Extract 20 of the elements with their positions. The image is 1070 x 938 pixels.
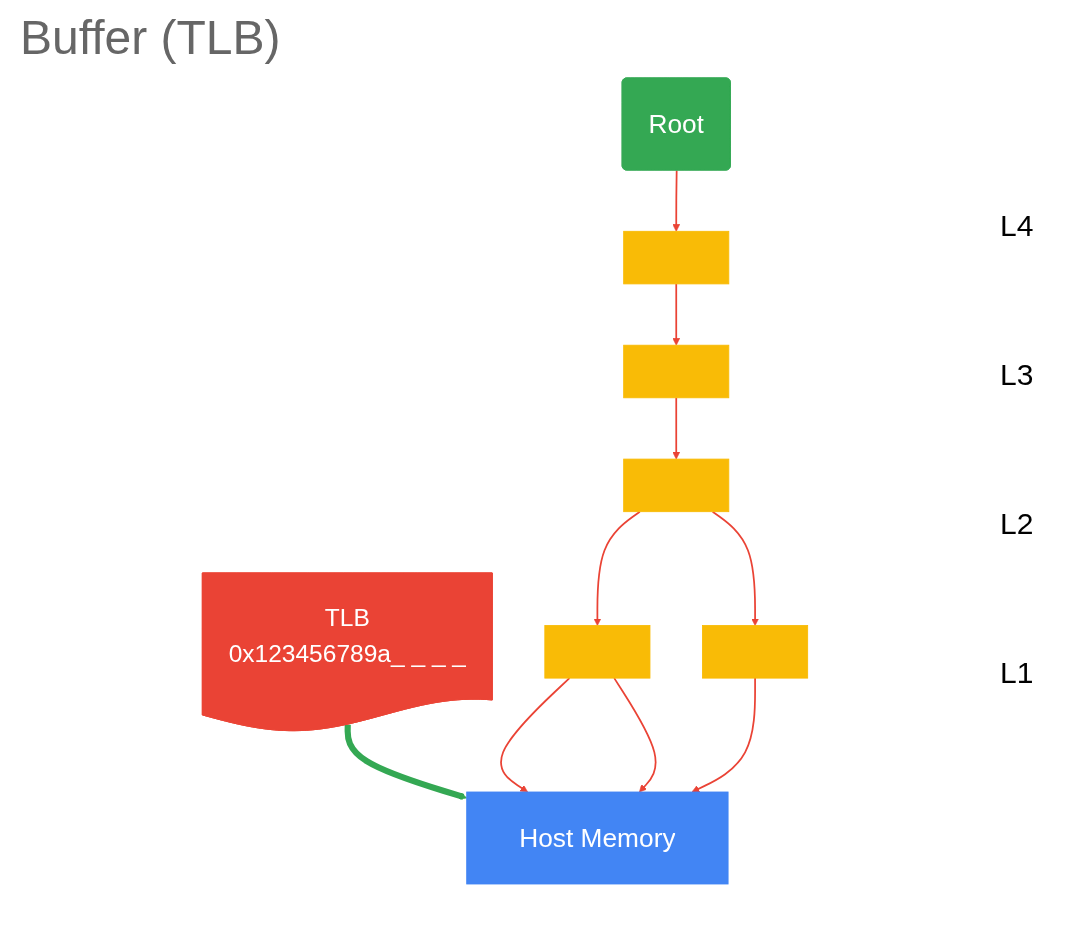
node-bar — [544, 625, 651, 679]
arrow — [344, 724, 468, 800]
node-box: Host Memory — [466, 791, 729, 885]
arrow — [593, 510, 641, 626]
arrow — [672, 283, 681, 346]
arrow — [500, 677, 571, 793]
node-bar — [702, 625, 809, 679]
arrow — [613, 677, 657, 793]
arrow — [691, 677, 756, 793]
level-label: L3 — [1000, 357, 1035, 392]
level-label: L4 — [1000, 208, 1035, 243]
arrow — [672, 169, 681, 232]
node-bar — [623, 230, 730, 285]
level-label: L1 — [1000, 656, 1035, 691]
arrow — [711, 510, 759, 626]
node-bar — [623, 344, 730, 399]
level-label: L2 — [1000, 507, 1035, 542]
title: Buffer (TLB) — [20, 10, 282, 65]
node-bar — [623, 458, 730, 513]
arrow — [672, 396, 681, 460]
